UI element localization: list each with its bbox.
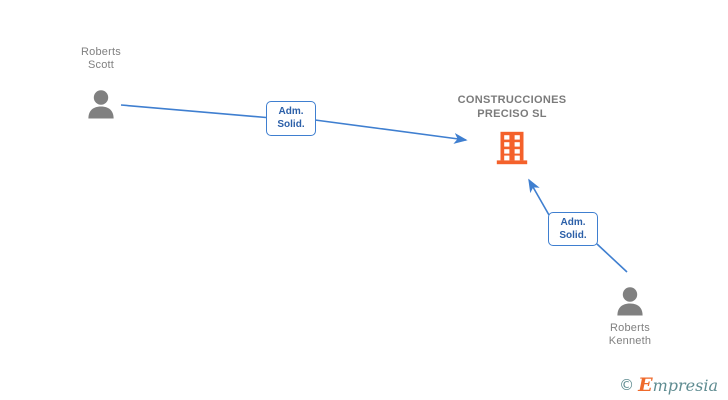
company-label-line-1: CONSTRUCCIONES <box>457 94 567 106</box>
brand-wordmark: Empresia <box>638 374 718 396</box>
empresia-watermark: © Empresia <box>619 374 718 396</box>
edge-label-adm-solid-scott[interactable]: Adm. Solid. <box>266 101 316 136</box>
edge-label-line-2: Solid. <box>277 119 305 130</box>
edge-kenneth-segment-lower <box>596 243 628 273</box>
edge-label-line-2: Solid. <box>559 230 587 241</box>
person-icon <box>88 90 114 119</box>
node-label-line-1: Roberts <box>610 322 650 334</box>
node-label-construcciones-preciso-sl: CONSTRUCCIONES PRECISO SL <box>437 93 587 121</box>
edge-label-line-1: Adm. <box>278 106 304 117</box>
edge-kenneth-segment-upper <box>528 178 550 216</box>
brand-rest: mpresia <box>652 376 718 395</box>
edge-label-line-1: Adm. <box>560 217 586 228</box>
person-icon <box>617 287 643 316</box>
copyright-icon: © <box>619 376 635 394</box>
node-label-roberts-scott: Roberts Scott <box>58 46 144 72</box>
company-label-line-2: PRECISO SL <box>477 108 547 120</box>
node-label-roberts-kenneth: Roberts Kenneth <box>587 322 673 348</box>
brand-initial: E <box>638 374 653 396</box>
node-label-line-2: Kenneth <box>608 335 652 347</box>
edge-scott-segment-right <box>314 119 468 144</box>
edge-scott-segment-left <box>120 104 267 119</box>
building-icon <box>496 131 528 165</box>
node-label-line-1: Roberts <box>81 46 121 58</box>
edge-label-adm-solid-kenneth[interactable]: Adm. Solid. <box>548 212 598 246</box>
edge-kenneth-to-company[interactable] <box>528 178 628 273</box>
node-label-line-2: Scott <box>87 59 115 71</box>
edge-scott-to-company[interactable] <box>120 104 468 144</box>
